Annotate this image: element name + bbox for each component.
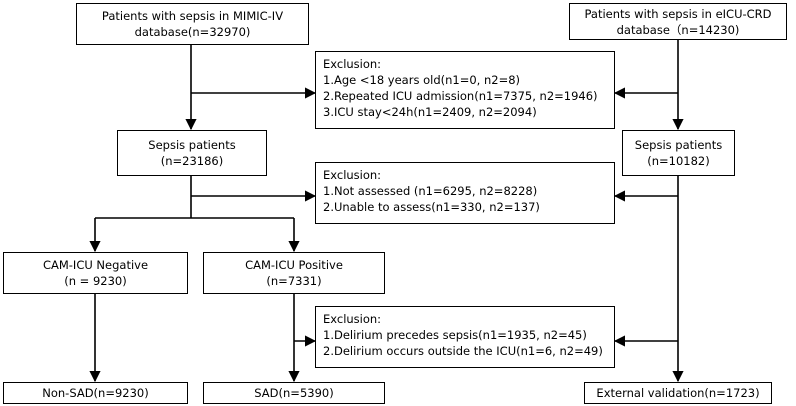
exclusion-box-3: Exclusion: 1.Delirium precedes sepsis(n1… [315,306,615,368]
cam-positive-box: CAM-ICU Positive (n=7331) [203,252,385,294]
exclusion-3-item-outside: 2.Delirium occurs outside the ICU(n1=6, … [323,344,603,358]
exclusion-box-1: Exclusion: 1.Age <18 years old(n1=0, n2=… [315,51,615,129]
sepsis-mimic-box: Sepsis patients (n=23186) [117,130,267,176]
non-sad-box: Non-SAD(n=9230) [3,382,188,404]
mimic-source-title: Patients with sepsis in MIMIC-IV [101,9,284,23]
cam-negative-count: (n = 9230) [64,274,127,288]
exclusion-1-item-age: 1.Age <18 years old(n1=0, n2=8) [323,73,521,87]
sad-label: SAD(n=5390) [254,386,334,400]
external-validation-label: External validation(n=1723) [596,386,760,400]
external-validation-box: External validation(n=1723) [584,382,772,404]
exclusion-2-item-unable: 2.Unable to assess(n1=330, n2=137) [323,200,540,214]
cam-positive-title: CAM-ICU Positive [245,258,343,272]
exclusion-1-item-repeated: 2.Repeated ICU admission(n1=7375, n2=194… [323,89,598,103]
exclusion-box-2: Exclusion: 1.Not assessed (n1=6295, n2=8… [315,162,615,224]
cam-negative-box: CAM-ICU Negative (n = 9230) [3,252,188,294]
eicu-source-box: Patients with sepsis in eICU-CRD databas… [569,3,787,40]
sad-box: SAD(n=5390) [203,382,385,404]
non-sad-label: Non-SAD(n=9230) [42,386,149,400]
sepsis-eicu-title: Sepsis patients [634,138,723,152]
cam-positive-count: (n=7331) [266,274,322,288]
mimic-source-box: Patients with sepsis in MIMIC-IV databas… [76,3,309,45]
exclusion-3-item-precedes: 1.Delirium precedes sepsis(n1=1935, n2=4… [323,328,587,342]
sepsis-mimic-count: (n=23186) [160,154,224,168]
eicu-source-title: Patients with sepsis in eICU-CRD [584,6,772,21]
cam-negative-title: CAM-ICU Negative [42,258,149,272]
sepsis-eicu-count: (n=10182) [647,154,710,168]
exclusion-1-heading: Exclusion: [323,57,382,71]
exclusion-2-heading: Exclusion: [323,168,382,182]
sepsis-mimic-title: Sepsis patients [148,138,236,152]
exclusion-1-item-stay: 3.ICU stay<24h(n1=2409, n2=2094) [323,105,537,119]
mimic-source-count: database(n=32970) [134,25,251,39]
eicu-source-count: database（n=14230) [616,22,740,37]
exclusion-3-heading: Exclusion: [323,312,382,326]
sepsis-eicu-box: Sepsis patients (n=10182) [622,130,735,176]
exclusion-2-item-not-assessed: 1.Not assessed (n1=6295, n2=8228) [323,184,538,198]
